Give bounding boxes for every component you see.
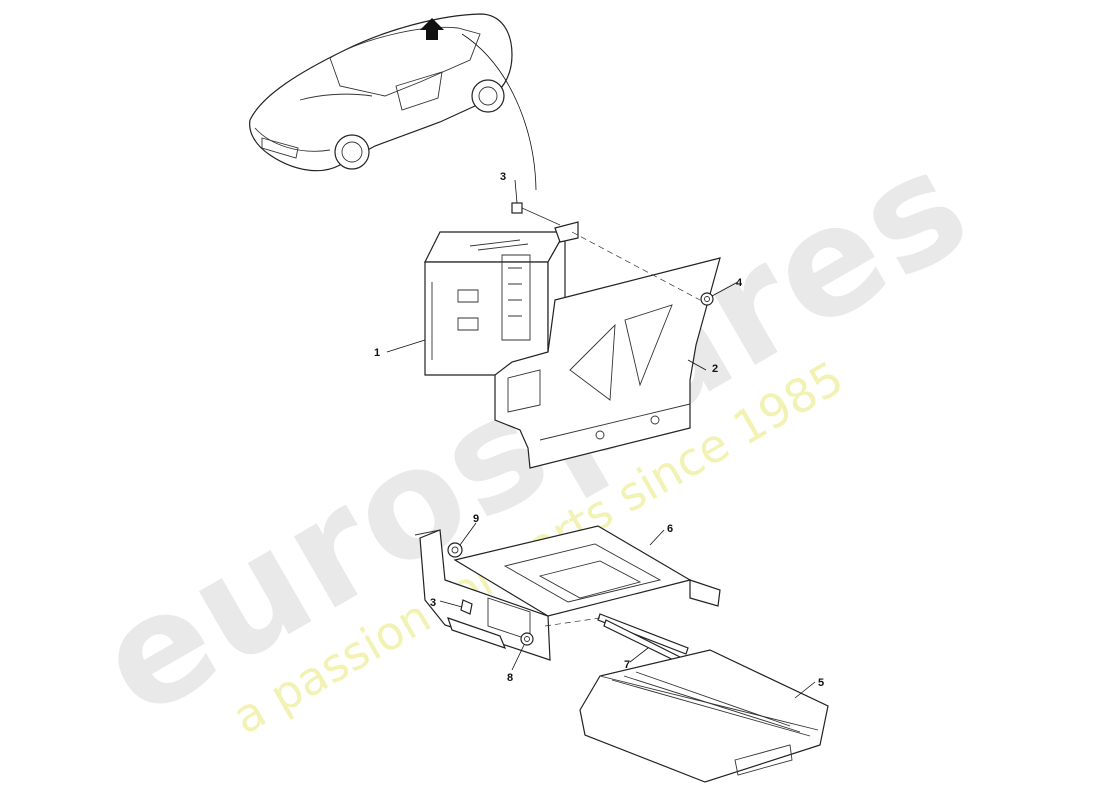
- callout-5: 5: [818, 677, 824, 689]
- callout-7: 7: [624, 659, 630, 671]
- callout-9: 9: [473, 513, 479, 525]
- car-illustration: [249, 13, 537, 191]
- callout-6: 6: [667, 523, 673, 535]
- callout-2: 2: [712, 363, 718, 375]
- location-arrow-icon: [420, 18, 444, 40]
- callout-3-top: 3: [500, 171, 506, 183]
- part-4-nut: [700, 292, 714, 306]
- part-5-amplifier-unit: [579, 649, 829, 783]
- leader-lines: [386, 179, 816, 699]
- part-6-carrier-bracket: [414, 525, 721, 661]
- callout-labels: 3 1 4 2 9 6 3 8 7 5: [374, 171, 824, 689]
- callout-1: 1: [374, 347, 380, 359]
- callout-3-lower: 3: [430, 597, 436, 609]
- callout-4: 4: [736, 277, 743, 289]
- part-9-nut: [447, 542, 463, 558]
- callout-8: 8: [507, 672, 513, 684]
- part-3-screw-top: [511, 202, 561, 226]
- part-2-mounting-bracket: [494, 231, 721, 469]
- part-8-nut: [520, 632, 534, 646]
- part-7-rails: [544, 613, 691, 668]
